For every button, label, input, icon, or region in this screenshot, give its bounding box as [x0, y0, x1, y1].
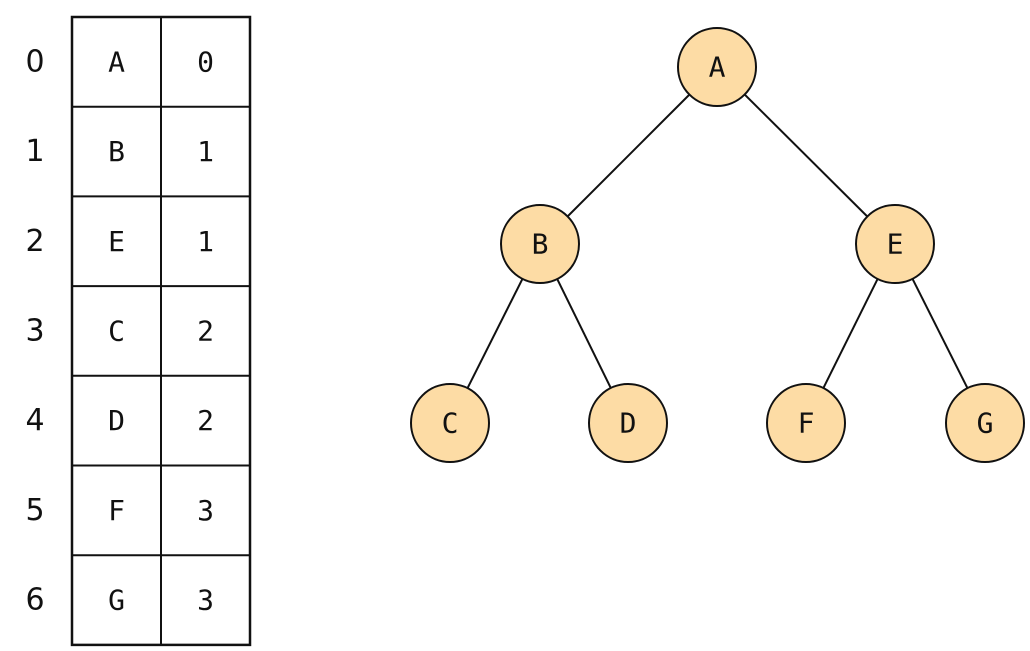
table-row: 6 G 3 [25, 583, 213, 618]
cell-depth-value: 0 [197, 45, 214, 78]
row-index: 2 [25, 224, 44, 259]
cell-depth-value: 2 [197, 404, 214, 437]
tree-node-e: E [855, 204, 935, 284]
node-circle [677, 27, 757, 107]
node-circle [588, 383, 668, 463]
tree-node-a: A [677, 27, 757, 107]
table-row: 2 E 1 [25, 224, 213, 259]
tree-node-d: D [588, 383, 668, 463]
row-index: 3 [25, 313, 44, 348]
table-row: 4 D 2 [25, 403, 213, 438]
tree-node-g: G [945, 383, 1025, 463]
cell-node-label: A [108, 45, 125, 78]
row-index: 4 [25, 403, 44, 438]
cell-node-label: C [108, 314, 125, 347]
node-label: C [442, 407, 459, 440]
cell-depth-value: 1 [197, 225, 214, 258]
cell-node-label: F [108, 494, 125, 527]
node-label: A [709, 51, 726, 84]
node-circle [500, 204, 580, 284]
edge-a-b [539, 66, 718, 245]
table-row: 5 F 3 [25, 493, 213, 528]
edge-a-e [716, 66, 896, 245]
node-circle [855, 204, 935, 284]
node-label: D [620, 407, 637, 440]
cell-node-label: D [108, 404, 125, 437]
tree-node-b: B [500, 204, 580, 284]
table-row: 0 A 0 [25, 44, 213, 79]
tree-nodes: A B E C D F G [410, 27, 1025, 463]
node-label: E [887, 228, 904, 261]
tree-node-c: C [410, 383, 490, 463]
row-index: 0 [25, 44, 44, 79]
tree-node-f: F [766, 383, 846, 463]
table-row: 3 C 2 [25, 313, 213, 348]
cell-depth-value: 1 [197, 135, 214, 168]
cell-depth-value: 2 [197, 314, 214, 347]
node-label: G [977, 407, 994, 440]
array-table: 0 A 0 1 B 1 2 E 1 3 C 2 4 D 2 5 F 3 6 G 3 [25, 15, 252, 647]
node-circle [945, 383, 1025, 463]
cell-depth-value: 3 [197, 494, 214, 527]
node-label: B [532, 228, 549, 261]
node-circle [766, 383, 846, 463]
node-label: F [798, 407, 815, 440]
row-index: 6 [25, 583, 44, 618]
row-index: 1 [25, 134, 44, 169]
cell-node-label: B [108, 135, 125, 168]
node-circle [410, 383, 490, 463]
cell-node-label: G [108, 584, 125, 617]
cell-node-label: E [108, 225, 125, 258]
table-row: 1 B 1 [25, 134, 213, 169]
cell-depth-value: 3 [197, 584, 214, 617]
row-index: 5 [25, 493, 44, 528]
